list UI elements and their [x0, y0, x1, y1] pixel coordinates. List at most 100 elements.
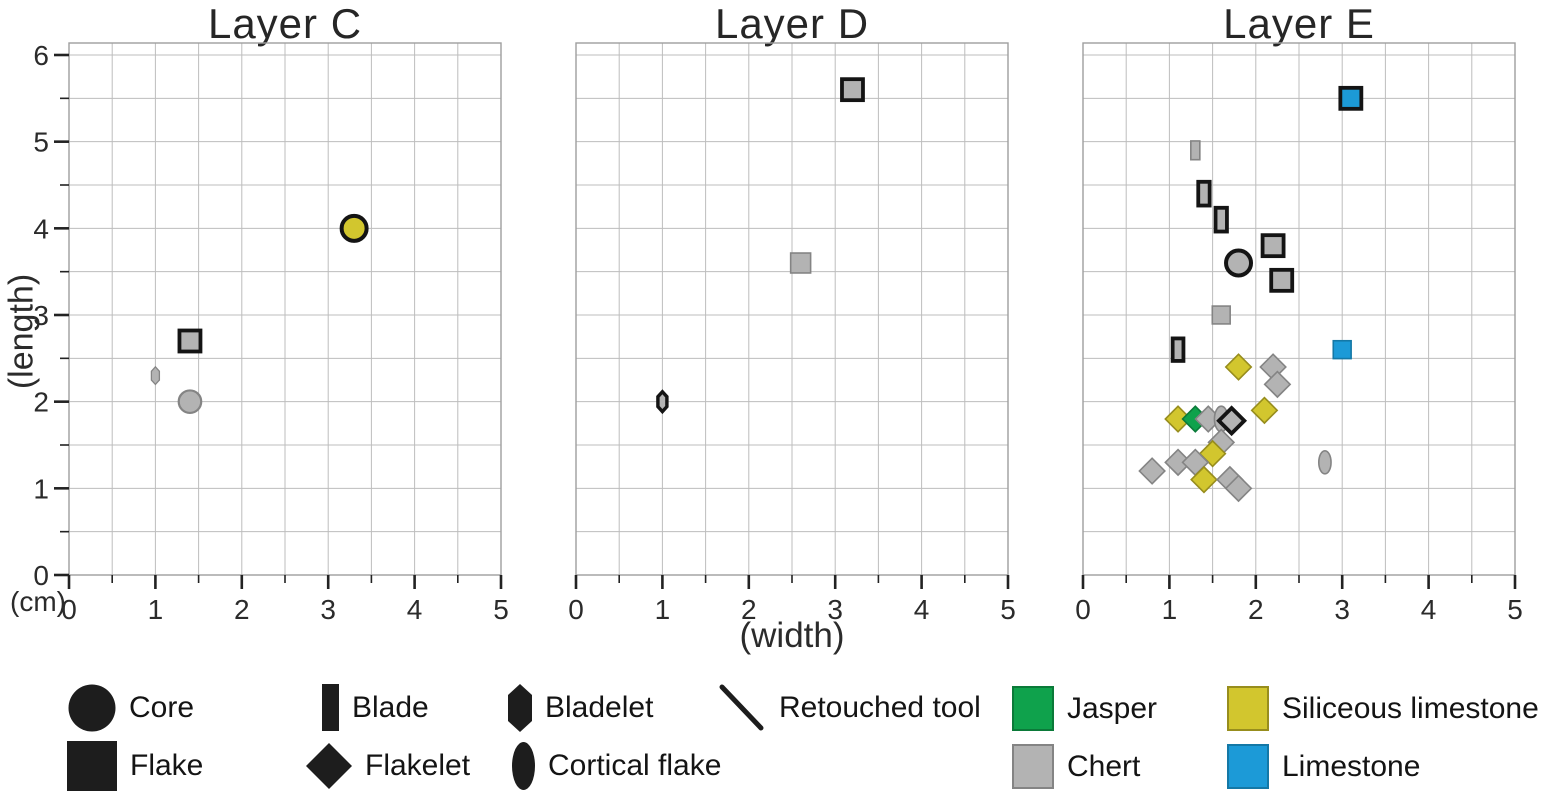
flake-marker-shape: [1269, 267, 1295, 293]
flake-marker-shape: [177, 328, 203, 354]
blade-marker-shape: [1170, 336, 1186, 363]
plot-layer-e: 0 1 2 3 4 5: [1075, 42, 1523, 625]
marker-flake: [1332, 339, 1352, 360]
legend-label-bladelet: Bladelet: [545, 691, 654, 724]
marker-flake: [789, 252, 812, 274]
flake-marker-shape: [1338, 85, 1364, 111]
x-axis-tick-label: 5: [1000, 594, 1016, 625]
core-marker-shape: [339, 213, 369, 243]
marker-flakelet: [1224, 353, 1253, 381]
flake-marker-shape: [789, 252, 812, 274]
flakelet-marker-shape: [1216, 405, 1248, 437]
y-axis-tick-label: 4: [33, 213, 49, 244]
flakelet-marker-shape: [1190, 465, 1218, 494]
marker-flake-retouched: [840, 77, 865, 103]
legend-item-core: Core: [68, 684, 194, 732]
flakelet-marker-shape: [1224, 353, 1253, 381]
x-axis-tick-label: 5: [1507, 594, 1523, 625]
marker-flakelet: [1164, 448, 1192, 477]
x-axis-tick-label: 3: [1334, 594, 1350, 625]
core-icon: [68, 684, 116, 732]
x-axis-tick-label: 2: [234, 594, 250, 625]
flake-marker-shape: [840, 77, 865, 103]
legend-item-retouched-tool: Retouched tool: [716, 683, 981, 733]
marker-core: [177, 389, 203, 415]
legend-label-jasper: Jasper: [1067, 691, 1158, 725]
legend-label-core: Core: [129, 691, 195, 724]
jasper-swatch: [1012, 686, 1054, 731]
marker-flakelet: [1164, 405, 1192, 433]
marker-blade: [1190, 140, 1201, 161]
flakelet-marker-shape: [1164, 405, 1192, 433]
x-axis-tick-label: 0: [1075, 594, 1091, 625]
siliceous-limestone-swatch: [1227, 686, 1269, 731]
flakelet-marker-shape: [1263, 370, 1292, 399]
x-axis-tick-label: 5: [493, 594, 509, 625]
flakelet-icon: [306, 743, 352, 789]
legend-item-limestone: Limestone: [1227, 744, 1420, 789]
x-axis-tick-label: 2: [1248, 594, 1264, 625]
x-axis-tick-label: 4: [1421, 594, 1437, 625]
legend-label-flakelet: Flakelet: [365, 749, 471, 782]
retouched-tool-icon: [719, 684, 764, 731]
marker-flakelet-retouched: [1216, 405, 1248, 437]
marker-cortical_flake: [1317, 450, 1332, 475]
legend-label-limestone: Limestone: [1282, 749, 1421, 783]
cortical-flake-icon: [512, 742, 535, 790]
marker-core-retouched: [339, 213, 369, 243]
legend-label-cortical-flake: Cortical flake: [548, 749, 722, 782]
chert-swatch: [1012, 744, 1054, 789]
marker-blade-retouched: [1196, 179, 1212, 208]
y-axis-tick-label: 5: [33, 127, 49, 158]
legend-item-cortical-flake: Cortical flake: [512, 742, 721, 790]
x-axis-tick-label: 1: [655, 594, 671, 625]
blade-marker-shape: [1213, 205, 1229, 234]
x-axis-tick-label: 2: [741, 594, 757, 625]
marker-flakelet: [1190, 465, 1218, 494]
legend-item-blade: Blade: [322, 684, 429, 731]
x-axis-tick-label: 0: [61, 594, 77, 625]
y-axis-tick-label: 1: [33, 473, 49, 504]
panel-title-layer-d: Layer D: [714, 0, 870, 47]
marker-flake-retouched: [177, 328, 203, 354]
flakelet-marker-shape: [1138, 457, 1166, 485]
marker-flake-retouched: [1260, 233, 1286, 259]
x-axis-tick-label: 0: [568, 594, 584, 625]
marker-blade-retouched: [1170, 336, 1186, 363]
core-marker-shape: [177, 389, 203, 415]
marker-bladelet: [150, 365, 161, 386]
y-axis-tick-label: 6: [33, 40, 49, 71]
bladelet-marker-shape: [150, 365, 161, 386]
legend-item-flake: Flake: [67, 741, 203, 791]
blade-icon: [322, 684, 339, 731]
marker-flake-retouched: [1269, 267, 1295, 293]
legend-item-flakelet: Flakelet: [306, 743, 470, 789]
marker-flakelet: [1263, 370, 1292, 399]
x-axis-tick-label: 3: [827, 594, 843, 625]
core-marker-shape: [1224, 248, 1254, 278]
flake-marker-shape: [1332, 339, 1352, 360]
x-axis-tick-label: 3: [320, 594, 336, 625]
legend-label-chert: Chert: [1067, 749, 1141, 783]
marker-core-retouched: [1224, 248, 1254, 278]
marker-flakelet: [1224, 474, 1253, 503]
bladelet-icon: [508, 684, 532, 732]
y-axis-tick-label: 0: [33, 560, 49, 591]
flake-marker-shape: [1211, 305, 1231, 325]
marker-flakelet: [1250, 396, 1279, 425]
limestone-swatch: [1227, 744, 1269, 789]
panel-title-layer-e: Layer E: [1223, 0, 1375, 47]
x-axis-tick-label: 1: [1162, 594, 1178, 625]
x-axis-label: (width): [739, 616, 845, 655]
blade-marker-shape: [1190, 140, 1201, 161]
y-axis-tick-label: 3: [33, 300, 49, 331]
legend-label-blade: Blade: [352, 690, 429, 724]
legend-label-flake: Flake: [130, 749, 204, 782]
legend-item-bladelet: Bladelet: [508, 684, 653, 732]
flake-marker-shape: [1260, 233, 1286, 259]
bladelet-marker-shape: [656, 389, 669, 415]
panel-title-layer-c: Layer C: [207, 0, 363, 47]
marker-blade-retouched: [1213, 205, 1229, 234]
